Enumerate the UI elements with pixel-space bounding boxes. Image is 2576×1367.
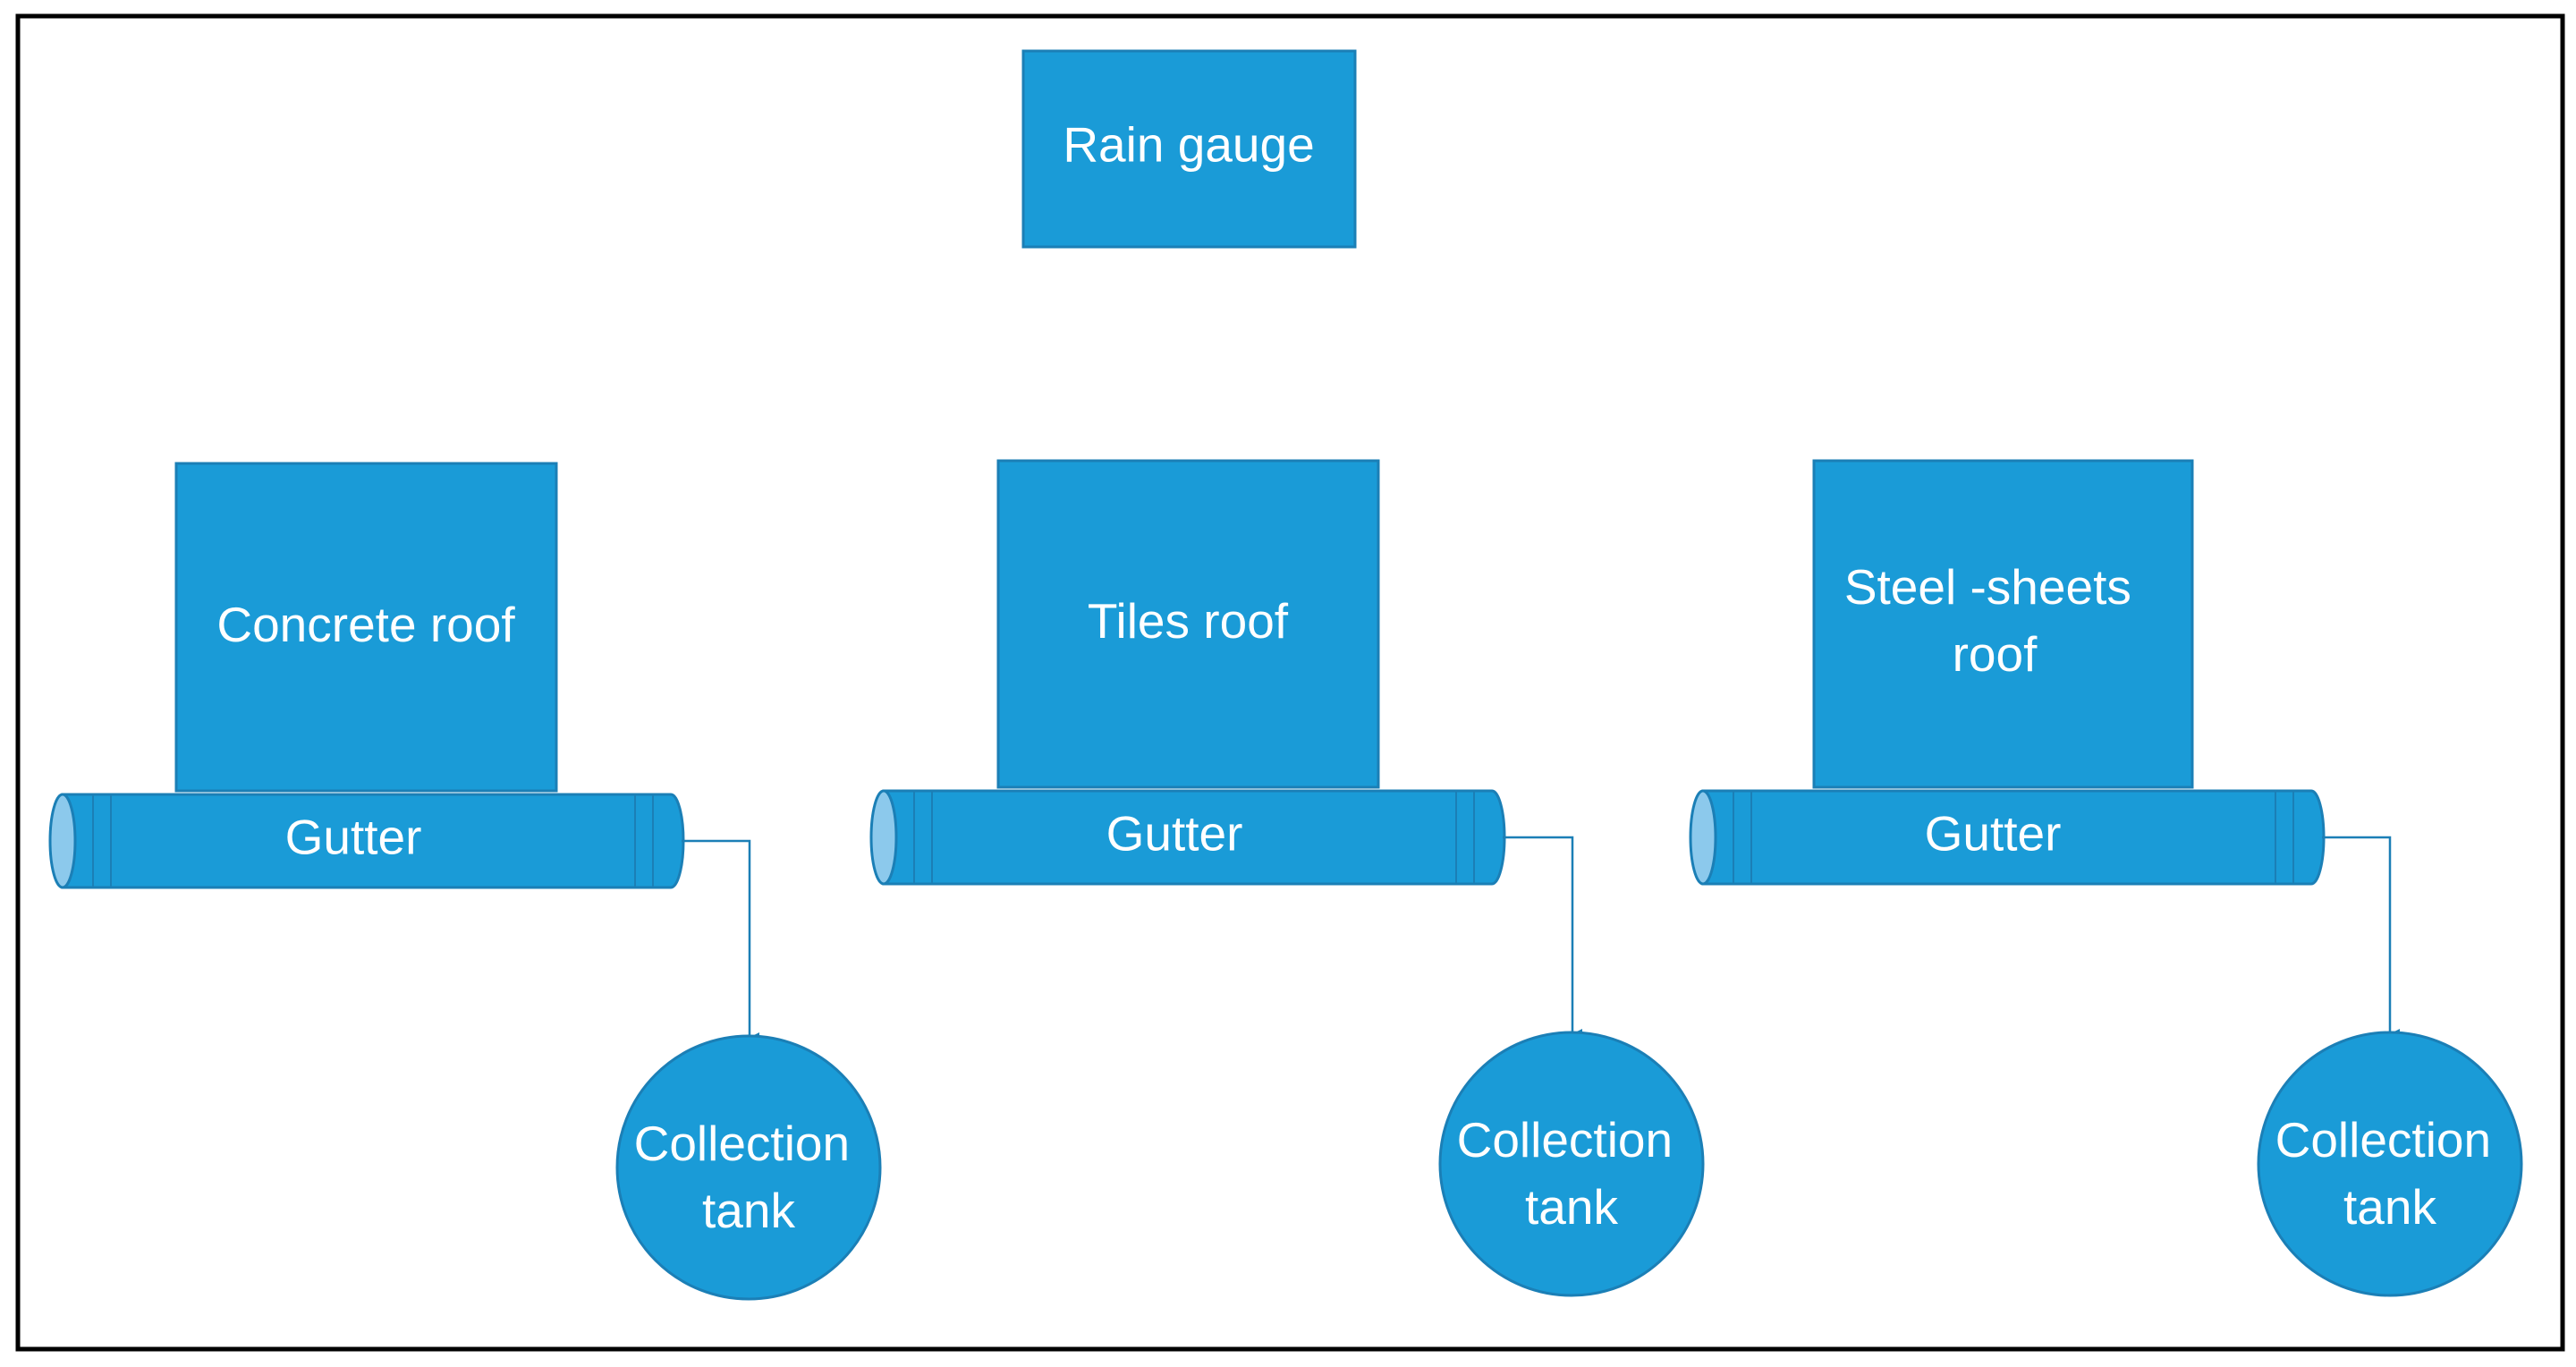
collection-tank	[615, 1034, 882, 1301]
tank-label: Collection tank	[2275, 1112, 2505, 1235]
roof-label: Tiles roof	[1088, 593, 1289, 649]
gutter-pipe	[869, 789, 1506, 886]
roof-box	[174, 462, 558, 793]
flow-arrow	[2322, 836, 2400, 1040]
tank-label: Collection tank	[1457, 1112, 1687, 1235]
flow-arrow	[682, 839, 759, 1043]
roof-label: Concrete roof	[216, 597, 515, 652]
collection-tank	[2257, 1031, 2523, 1297]
flow-arrow	[1503, 836, 1582, 1040]
gutter-label: Gutter	[285, 810, 422, 865]
gutter-pipe	[1689, 789, 2326, 886]
gutter-pipe	[48, 793, 685, 889]
gutter-label: Gutter	[1106, 806, 1243, 862]
rain-gauge-label: Rain gauge	[1063, 117, 1314, 173]
roof-label: Steel -sheets roof	[1844, 559, 2145, 682]
unit-concrete: Concrete roof Gutter Collection tank	[48, 462, 882, 1301]
tank-label: Collection tank	[634, 1116, 864, 1238]
collection-tank	[1438, 1031, 1705, 1297]
unit-steel-sheets: Steel -sheets roof Gutter Collection tan…	[1689, 459, 2523, 1297]
unit-tiles: Tiles roof Gutter Collection tank	[869, 459, 1705, 1297]
gutter-label: Gutter	[1925, 806, 2062, 862]
roof-box	[1812, 459, 2194, 789]
rain-gauge-box: Rain gauge	[1021, 49, 1357, 249]
roof-box	[996, 459, 1380, 789]
